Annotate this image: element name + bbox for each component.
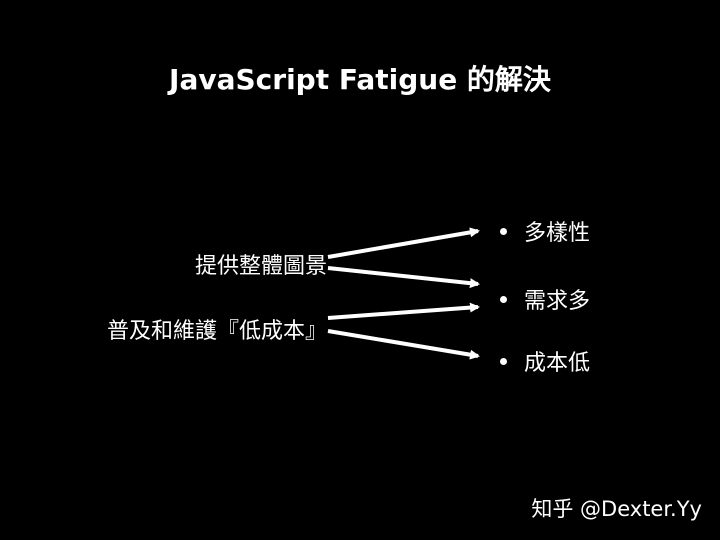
bullet-dot-icon bbox=[500, 357, 507, 365]
arrow-overview-to-demand bbox=[327, 266, 480, 289]
arrow-overview-to-diversity bbox=[327, 227, 480, 259]
watermark: 知乎 @Dexter.Yy bbox=[531, 497, 702, 521]
target-item-label: 需求多 bbox=[524, 289, 591, 314]
target-item-label: 多樣性 bbox=[524, 221, 591, 246]
bullet-dot-icon bbox=[500, 295, 507, 303]
target-item-demand: 需求多 bbox=[498, 283, 590, 315]
target-item-low-cost: 成本低 bbox=[498, 345, 590, 377]
source-label-overview: 提供整體圖景 bbox=[194, 254, 327, 279]
bullet-dot-icon bbox=[500, 227, 507, 235]
source-label-low-cost: 普及和維護『低成本』 bbox=[106, 319, 327, 344]
slide-title: JavaScript Fatigue 的解決 bbox=[169, 63, 551, 96]
target-item-diversity: 多樣性 bbox=[498, 215, 590, 247]
arrow-lowcost-to-demand bbox=[327, 302, 480, 320]
target-item-label: 成本低 bbox=[524, 351, 591, 376]
arrow-lowcost-to-lowcost bbox=[327, 329, 480, 360]
